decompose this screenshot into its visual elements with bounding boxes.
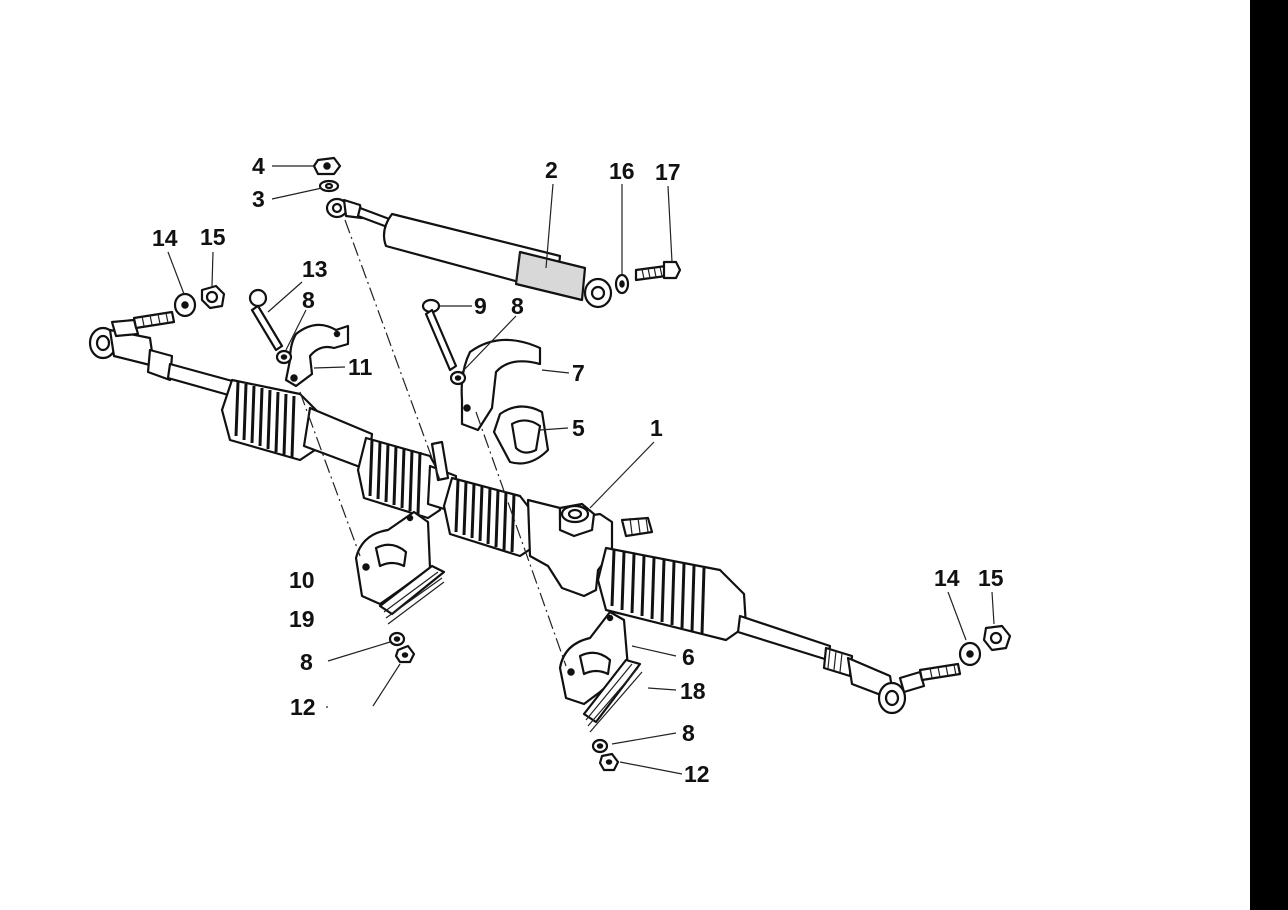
callout-10: 10 — [289, 567, 315, 593]
clamp-nut-lower-left — [394, 644, 416, 664]
right-edge-bar — [1250, 0, 1288, 910]
callout-18: 18 — [680, 678, 706, 704]
callout-2: 2 — [545, 157, 558, 183]
clamp-plate-left — [378, 564, 446, 625]
callout-3: 3 — [252, 186, 265, 212]
damper-washer — [318, 179, 340, 193]
leader-lines — [167, 165, 995, 775]
assembly-lines — [299, 219, 567, 667]
callout-15-right: 15 — [978, 565, 1004, 591]
callout-11: 11 — [348, 354, 373, 380]
tie-rod-nut-right — [982, 624, 1012, 652]
tie-rod-nut-left — [200, 284, 226, 310]
callout-12-left: 12 — [290, 694, 316, 720]
callout-labels: 1 2 3 4 5 6 7 8 8 8 8 9 10 11 12 12 13 1… — [152, 153, 1004, 787]
steering-rack-assembly — [88, 310, 962, 715]
damper-washer-rear — [614, 273, 630, 295]
callout-19: 19 — [289, 606, 315, 632]
steering-damper — [325, 197, 613, 309]
callout-5: 5 — [572, 415, 585, 441]
callout-14-right: 14 — [934, 565, 960, 591]
callout-14-left: 14 — [152, 225, 178, 251]
tie-rod-washer-right — [958, 641, 982, 667]
tie-rod-washer-left — [173, 292, 197, 318]
clamp-washer-upper-right — [449, 370, 467, 386]
callout-6: 6 — [682, 644, 695, 670]
damper-bolt — [634, 260, 682, 282]
clamp-nut-lower-right — [598, 752, 620, 772]
clamp-bolt-right — [421, 298, 458, 372]
clamp-washer-upper-left — [275, 349, 293, 365]
clamp-washer-lower-left — [388, 631, 406, 647]
clamp-plate-right — [582, 658, 643, 733]
callout-8-lower-right: 8 — [682, 720, 695, 746]
callout-8-lower-left: 8 — [300, 649, 313, 675]
upper-clamp-left — [284, 323, 350, 388]
damper-nut — [312, 156, 342, 176]
callout-4: 4 — [252, 153, 265, 179]
callout-1: 1 — [650, 415, 663, 441]
clamp-washer-lower-right — [591, 738, 609, 754]
rubber-bush — [492, 405, 550, 465]
callout-13: 13 — [302, 256, 328, 282]
callout-8-upper-left: 8 — [302, 287, 315, 313]
callout-16: 16 — [609, 158, 635, 184]
callout-9: 9 — [474, 293, 487, 319]
clamp-bolt-left — [248, 288, 284, 352]
callout-17: 17 — [655, 159, 681, 185]
callout-8-upper-right: 8 — [511, 293, 524, 319]
callout-12-right: 12 — [684, 761, 710, 787]
callout-7: 7 — [572, 360, 585, 386]
callout-15-left: 15 — [200, 224, 226, 250]
